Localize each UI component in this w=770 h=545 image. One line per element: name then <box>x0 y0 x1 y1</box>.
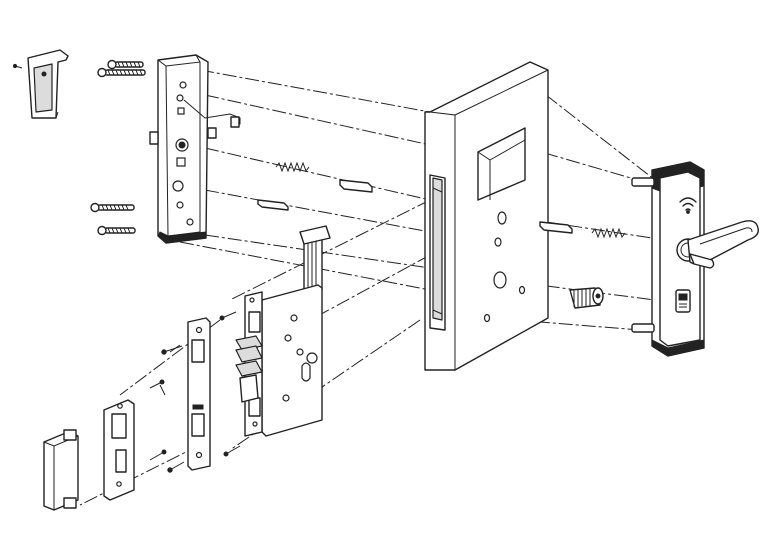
spindle-springs-left <box>257 161 373 211</box>
inner-escutcheon <box>149 54 241 244</box>
wifi-icon <box>679 197 697 214</box>
lock-body-screws <box>149 311 241 473</box>
mounting-screws-top <box>97 59 146 78</box>
outer-rfid-escutcheon <box>631 161 705 357</box>
mounting-screws-bottom <box>90 202 136 236</box>
screw-2 <box>97 67 146 78</box>
strike-plate <box>103 399 135 501</box>
mortise-lock-body <box>235 284 323 437</box>
faceplate <box>187 317 211 471</box>
screw-1 <box>107 59 144 70</box>
door-slab <box>424 61 549 371</box>
strike-box <box>43 429 79 511</box>
screw-4 <box>97 225 136 236</box>
lever-handle <box>676 220 759 269</box>
card-slot-icon <box>675 289 691 313</box>
ribbon-cable <box>299 225 331 295</box>
cover-cap <box>12 49 69 119</box>
screw-3 <box>90 202 135 213</box>
lock-cylinder <box>569 287 604 309</box>
spindle-springs-right <box>539 221 626 239</box>
